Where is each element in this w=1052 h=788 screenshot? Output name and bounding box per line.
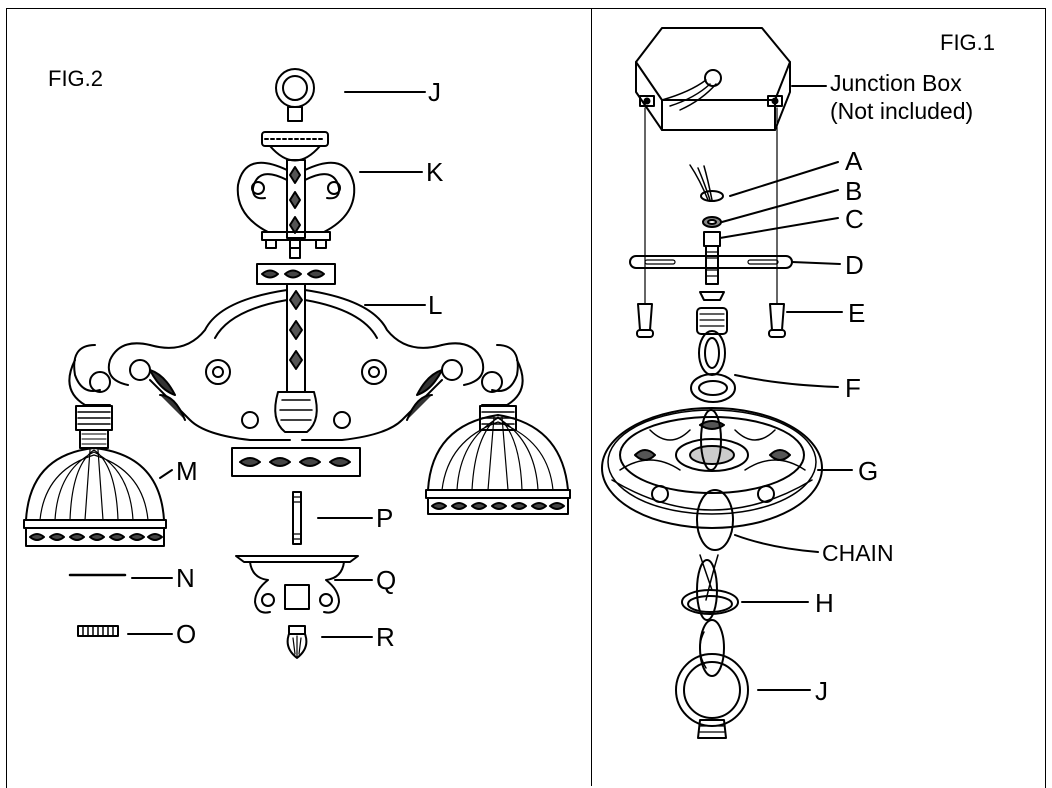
fig1-loop-f bbox=[690, 307, 736, 403]
fig2-label-r: R bbox=[376, 622, 395, 652]
fig2-ring-j bbox=[275, 68, 315, 122]
fig1-label-a: A bbox=[845, 146, 863, 176]
fig1-wires bbox=[689, 164, 713, 201]
fig2-title: FIG.2 bbox=[48, 66, 104, 91]
fig1-label-c: C bbox=[845, 204, 864, 234]
fig1-label-j: J bbox=[815, 676, 828, 706]
fig1-canopy-g bbox=[601, 407, 823, 529]
fig2-label-j: J bbox=[428, 77, 441, 107]
fig2-label-o: O bbox=[176, 619, 197, 649]
fig2-label-k: K bbox=[426, 157, 444, 187]
leader-c bbox=[719, 217, 839, 239]
fig2-part-p bbox=[292, 491, 302, 545]
fig1-label-d: D bbox=[845, 250, 864, 280]
fig1-label-g: G bbox=[858, 456, 879, 486]
fig1-part-h bbox=[681, 589, 739, 615]
fig1-label-chain: CHAIN bbox=[822, 540, 894, 566]
fig1-part-a bbox=[700, 190, 724, 202]
panel-divider bbox=[591, 8, 592, 786]
fig1-label-e: E bbox=[848, 298, 866, 328]
fig1-label-b: B bbox=[845, 176, 863, 206]
fig2-right-shade bbox=[425, 405, 571, 515]
fig1-label-h: H bbox=[815, 588, 834, 618]
fig1-label-f: F bbox=[845, 373, 861, 403]
leader-d bbox=[791, 261, 841, 265]
fig1-ring-j bbox=[675, 619, 749, 739]
fig2-part-k bbox=[236, 131, 356, 259]
leader-f bbox=[734, 374, 839, 388]
leader-m bbox=[159, 469, 173, 479]
fig1-label-not-included: (Not included) bbox=[830, 98, 974, 124]
leader-b bbox=[721, 189, 839, 223]
fig2-label-n: N bbox=[176, 563, 195, 593]
fig2-part-q bbox=[235, 555, 359, 614]
fig1-label-junction-box: Junction Box bbox=[830, 70, 962, 96]
leader-a bbox=[729, 161, 839, 197]
fig2-part-l bbox=[68, 263, 524, 477]
fig2-part-o bbox=[77, 625, 119, 637]
fig2-part-r bbox=[286, 625, 308, 659]
leader-chain bbox=[734, 534, 819, 553]
fig1-title: FIG.1 bbox=[940, 30, 996, 55]
fig1-part-c bbox=[703, 231, 721, 247]
diagram-frame bbox=[6, 8, 1046, 788]
fig2-left-shade bbox=[23, 405, 167, 547]
fig2-label-l: L bbox=[428, 290, 443, 320]
fig2-label-p: P bbox=[376, 503, 394, 533]
fig1-junction-box bbox=[635, 27, 791, 131]
fig2-label-m: M bbox=[176, 456, 198, 486]
fig1-part-e bbox=[636, 303, 786, 338]
fig2-label-q: Q bbox=[376, 565, 397, 595]
